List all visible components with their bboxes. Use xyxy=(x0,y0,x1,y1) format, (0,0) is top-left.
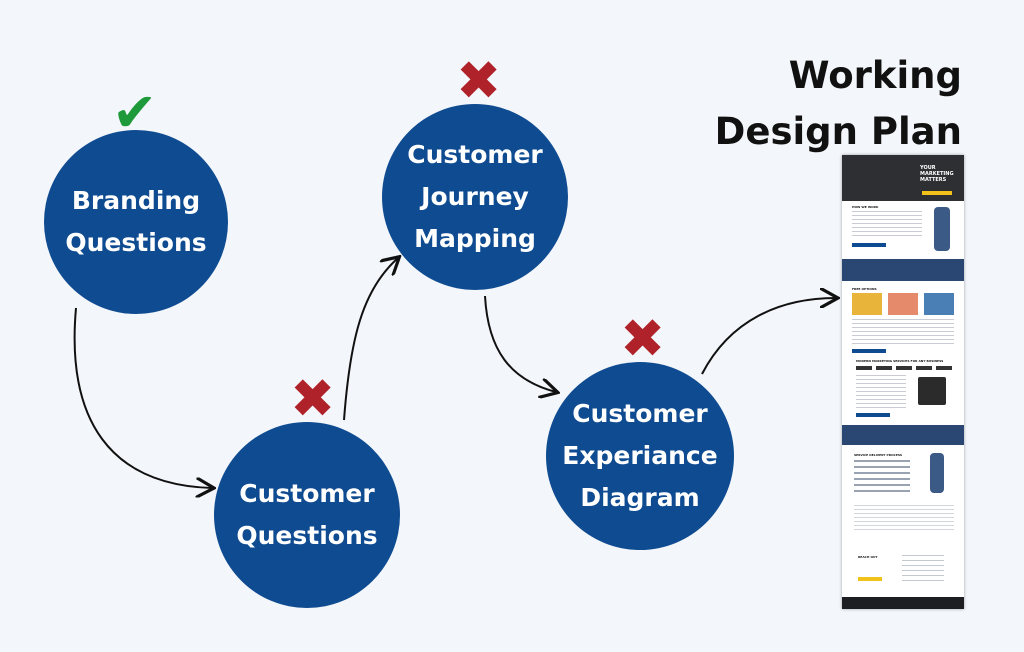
mockup-section-heading: HOW WE WORK xyxy=(852,205,879,209)
mockup-tabs xyxy=(856,366,952,370)
mockup-button xyxy=(852,243,886,247)
node-customer-questions: Customer Questions xyxy=(214,422,400,608)
mockup-hero-heading: YOUR MARKETING MATTERS xyxy=(920,165,954,183)
mockup-banner xyxy=(842,425,964,445)
mockup-footer xyxy=(842,597,964,609)
mockup-button xyxy=(852,349,886,353)
mockup-card-text xyxy=(852,319,954,345)
node-customer-journey-mapping: Customer Journey Mapping xyxy=(382,104,568,290)
mockup-person-image xyxy=(930,453,944,493)
node-customer-experiance-diagram: Customer Experiance Diagram xyxy=(546,362,734,550)
mockup-section-heading: SERVICE DELIVERY PROCESS xyxy=(854,453,903,457)
arrow-experience-to-design-plan xyxy=(701,298,836,375)
mockup-button xyxy=(858,577,882,581)
mockup-form xyxy=(902,555,944,585)
node-label: Branding Questions xyxy=(65,186,207,257)
mockup-button xyxy=(856,413,890,417)
mockup-device-image xyxy=(918,377,946,405)
arrow-journey-to-experience xyxy=(484,295,556,392)
mockup-text-lines xyxy=(856,375,906,409)
website-mockup: YOUR MARKETING MATTERS HOW WE WORK FREE … xyxy=(842,155,964,609)
mockup-card-image xyxy=(924,293,954,315)
mockup-person-image xyxy=(934,207,950,251)
mockup-section-heading: REACH OUT xyxy=(858,555,878,559)
mockup-text-lines xyxy=(852,211,922,239)
mockup-steps xyxy=(854,460,910,494)
arrow-branding-to-customer-questions xyxy=(73,307,212,488)
journey-cross-icon: ✖ xyxy=(456,49,502,112)
customer-questions-cross-icon: ✖ xyxy=(290,367,336,430)
mockup-testimonials xyxy=(854,505,954,533)
mockup-card-image xyxy=(888,293,918,315)
experience-cross-icon: ✖ xyxy=(620,307,666,370)
mockup-section-heading: MODERN MARKETING SERVICES FOR ANY BUSINE… xyxy=(856,359,944,363)
node-branding-questions: Branding Questions xyxy=(44,130,228,314)
node-label: Customer Experiance Diagram xyxy=(562,399,718,512)
mockup-banner xyxy=(842,259,964,281)
working-design-plan-title: Working Design Plan xyxy=(714,54,962,153)
mockup-section-heading: FREE OPTIONS xyxy=(852,287,877,291)
node-label: Customer Journey Mapping xyxy=(407,140,543,253)
mockup-card-image xyxy=(852,293,882,315)
arrow-customer-questions-to-journey xyxy=(343,258,398,421)
mockup-hero-button xyxy=(922,191,952,195)
node-label: Customer Questions xyxy=(236,479,378,550)
